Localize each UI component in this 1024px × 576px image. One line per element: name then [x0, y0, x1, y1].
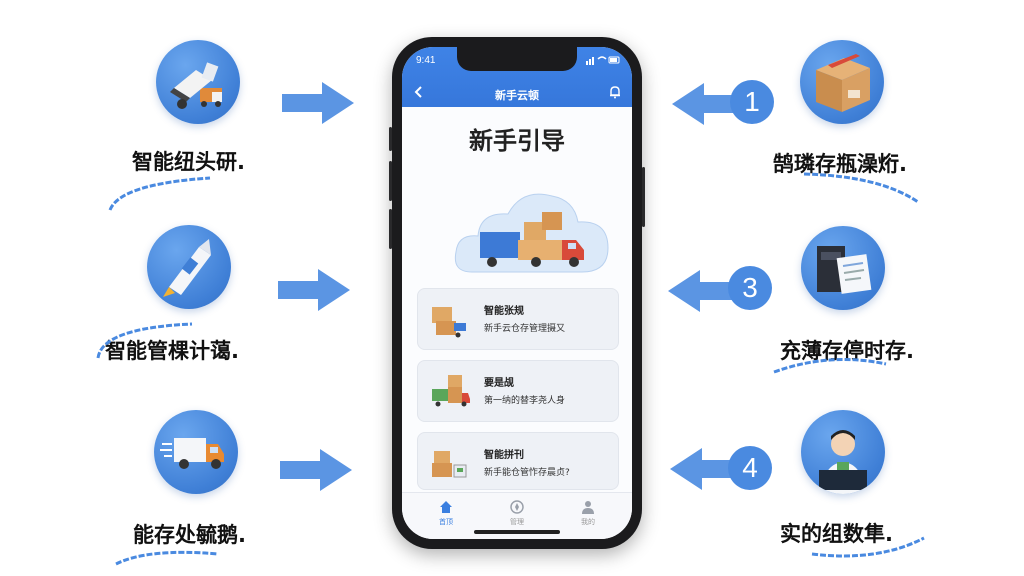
arrow-right-icon [278, 269, 350, 311]
volume-button [389, 127, 392, 151]
guide-card-1[interactable]: 智能张规 新手云仓存管理摄又 [417, 288, 619, 350]
arrow-left-icon [672, 83, 744, 125]
guide-card-2[interactable]: 要是觇 第一纳的替李尧人身 [417, 360, 619, 422]
step-number-badge: 3 [728, 266, 772, 310]
bell-icon[interactable] [608, 85, 622, 99]
card-title: 智能张规 [484, 306, 524, 317]
phone-mockup: 9:41 新手云顿 新手引导 [389, 37, 645, 549]
step-number-badge: 1 [730, 80, 774, 124]
swoosh-decoration [773, 358, 887, 374]
box-cart-icon [432, 307, 466, 338]
phone-notch [457, 47, 577, 71]
volume-button [389, 209, 392, 249]
left-feature-3-label: 能存处毓鹅. [133, 523, 246, 547]
home-icon [440, 501, 452, 513]
right-feature-1-label: 鹄璘存瓶澡烆. [773, 152, 907, 176]
arrow-left-icon [670, 448, 742, 490]
home-indicator [474, 530, 560, 534]
nav-title: 新手云顿 [495, 89, 539, 102]
documents-icon [801, 226, 885, 310]
arrow-right-icon [282, 82, 354, 124]
tab-label: 首顶 [439, 518, 453, 526]
cloud-truck-illustration [454, 193, 609, 273]
page-title: 新手引导 [469, 127, 565, 155]
package-box-icon [800, 40, 884, 124]
card-title: 要是觇 [484, 378, 514, 389]
truck-loading-icon [156, 40, 240, 124]
tab-mine[interactable]: 我的 [568, 499, 608, 529]
swoosh-decoration [115, 550, 219, 566]
card-title: 智能拼刊 [484, 450, 524, 461]
bottom-tab-bar: 首顶 管理 我的 [402, 492, 632, 539]
guide-card-3[interactable]: 智能拼刊 新手能仓管怍存晨贞? [417, 432, 619, 490]
tab-label: 我的 [581, 518, 595, 526]
compass-icon [510, 500, 524, 514]
swoosh-decoration [96, 322, 193, 359]
delivery-truck-icon [154, 410, 238, 494]
card-desc: 第一纳的替李尧人身 [484, 396, 566, 406]
step-number-badge: 4 [728, 446, 772, 490]
status-time: 9:41 [416, 55, 436, 66]
rocket-tag-icon [147, 225, 231, 309]
tab-label: 管理 [510, 518, 524, 526]
back-chevron-icon[interactable] [412, 85, 426, 99]
left-feature-2-label: 智能管棵计蔼. [105, 339, 239, 363]
box-truck-icon [432, 375, 470, 407]
phone-screen: 9:41 新手云顿 新手引导 [402, 47, 632, 539]
arrow-left-icon [668, 270, 740, 312]
user-icon [582, 501, 594, 514]
power-button [642, 167, 645, 227]
volume-button [389, 161, 392, 201]
tab-home[interactable]: 首顶 [426, 499, 466, 529]
swoosh-decoration [108, 176, 211, 211]
arrow-right-icon [280, 449, 352, 491]
staff-person-icon [801, 410, 885, 494]
left-feature-1-label: 智能纽头研. [132, 150, 245, 174]
card-desc: 新手云仓存管理摄又 [484, 324, 566, 334]
card-desc: 新手能仓管怍存晨贞? [484, 468, 570, 478]
signal-battery-icon [586, 56, 620, 65]
swoosh-decoration [811, 536, 925, 558]
tab-manage[interactable]: 管理 [497, 499, 537, 529]
right-feature-3-label: 实的组数隼. [780, 522, 893, 546]
swoosh-decoration [803, 172, 919, 204]
box-scanner-icon [432, 451, 467, 478]
